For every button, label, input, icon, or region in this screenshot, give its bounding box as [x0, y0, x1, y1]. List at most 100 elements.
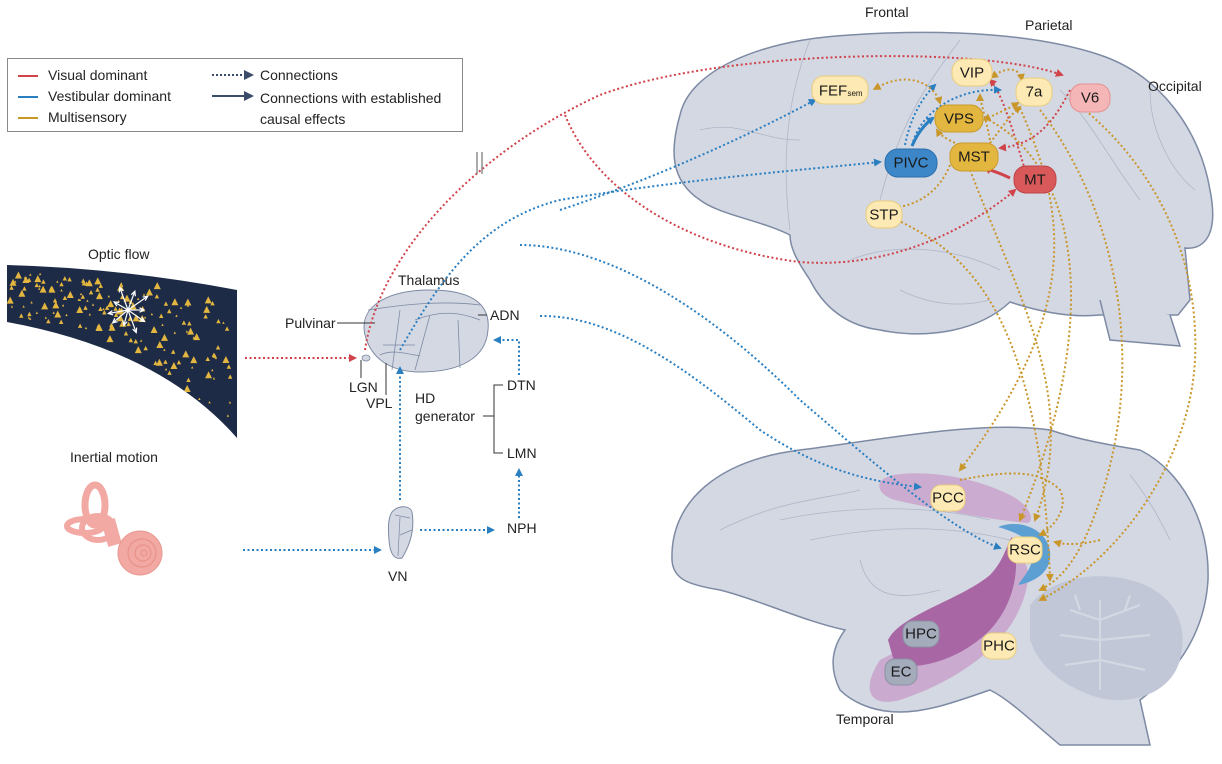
optic-flow-dot [65, 313, 68, 317]
node-rsc[interactable]: RSC [1007, 536, 1043, 564]
optic-flow-arrows [106, 286, 149, 334]
optic-flow-dot [102, 307, 105, 311]
optic-flow-dot [155, 358, 163, 366]
optic-flow-dot [170, 361, 178, 369]
optic-flow-dot [163, 359, 168, 364]
optic-flow-dot [116, 314, 124, 322]
optic-flow-dot [88, 313, 92, 316]
optic-flow-dot [76, 305, 84, 313]
optic-flow-dot [139, 339, 143, 342]
optic-flow-vector-head [112, 301, 120, 307]
node-pcc[interactable]: PCC [930, 484, 966, 512]
optic-flow-dot [56, 280, 59, 283]
optic-flow-dot [204, 296, 212, 304]
optic-flow-panel [7, 265, 237, 438]
node-vps[interactable]: VPS [934, 104, 984, 133]
optic-flow-dot [222, 356, 230, 364]
optic-flow-dot [106, 335, 114, 343]
optic-flow-dot [228, 401, 232, 404]
optic-flow-dot [52, 298, 58, 303]
optic-flow-dot [126, 321, 131, 327]
label-dtn: DTN [507, 377, 536, 393]
conn-stp-to-phc [892, 217, 1054, 582]
optic-flow-dot [214, 356, 218, 360]
optic-flow-dot [160, 333, 168, 341]
lateral-sulci [699, 39, 1196, 305]
optic-flow-vector-head [122, 320, 128, 327]
conn-lgn-to-v6 [364, 55, 1064, 351]
node-fef[interactable]: FEF sem [811, 75, 869, 105]
optic-flow-dot [29, 273, 32, 276]
node-mt[interactable]: MT [1013, 165, 1057, 194]
optic-flow-dot [98, 306, 103, 312]
thalamus-label: Thalamus [398, 272, 459, 288]
optic-flow-dot [41, 302, 49, 310]
node-v6[interactable]: V6 [1069, 83, 1111, 113]
vestibular-nucleus-shape [387, 506, 414, 559]
optic-flow-vector [113, 301, 129, 311]
legend-visual-swatch [18, 75, 38, 77]
optic-flow-vector-head [111, 318, 118, 324]
node-vip[interactable]: VIP [951, 58, 993, 87]
optic-flow-dot [91, 303, 95, 306]
medial-sulci [719, 474, 1171, 596]
optic-flow-dot [185, 330, 189, 333]
optic-flow-dot [9, 278, 17, 286]
legend-solid-arrow-icon [212, 91, 254, 101]
conn-mst-to-rsc [969, 169, 1052, 522]
node-ec[interactable]: EC [884, 658, 918, 686]
optic-flow-dot [171, 298, 179, 306]
node-stp-label: STP [869, 207, 898, 224]
node-mst[interactable]: MST [949, 142, 999, 172]
node-hpc[interactable]: HPC [902, 620, 940, 648]
optic-flow-dot [9, 285, 14, 290]
legend-vestibular-swatch [18, 96, 38, 98]
optic-flow-dot [113, 306, 118, 311]
optic-flow-dot [62, 276, 68, 281]
optic-flow-dot [109, 322, 114, 328]
optic-flow-dot [192, 336, 196, 339]
optic-flow-dot [179, 306, 183, 309]
node-v6-label: V6 [1081, 90, 1099, 107]
optic-flow-vector-head [142, 295, 149, 301]
optic-flow-dot [113, 312, 119, 317]
node-rsc-label: RSC [1009, 542, 1041, 559]
break-mark-icon [476, 152, 483, 174]
node-7a-label: 7a [1026, 84, 1043, 101]
node-mt-label: MT [1024, 172, 1046, 189]
optic-flow-dot [133, 339, 138, 344]
optic-flow-dot [198, 397, 201, 401]
optic-flow-dot [205, 371, 213, 379]
node-7a[interactable]: 7a [1015, 77, 1053, 107]
node-stp[interactable]: STP [865, 200, 903, 229]
optic-flow-dot [104, 305, 110, 310]
inner-ear-icon [64, 481, 163, 576]
optic-flow-dot [171, 349, 176, 354]
optic-flow-dot [58, 319, 64, 324]
optic-flow-dot [143, 316, 147, 319]
optic-flow-dot [123, 294, 131, 302]
node-phc[interactable]: PHC [981, 632, 1017, 660]
optic-flow-dot [173, 331, 176, 334]
conn-vpl-to-pivc [399, 158, 882, 351]
label-occipital: Occipital [1148, 78, 1202, 94]
optic-flow-dot [84, 326, 88, 330]
optic-flow-dot [150, 326, 158, 334]
optic-flow-dot [156, 341, 164, 349]
conn-7a-to-pcc [958, 107, 1056, 472]
legend-multisensory-swatch [18, 117, 38, 119]
node-pivc[interactable]: PIVC [884, 148, 938, 178]
optic-flow-label: Optic flow [88, 246, 150, 262]
optic-flow-dot [95, 324, 103, 332]
label-adn: ADN [490, 307, 520, 323]
optic-flow-dot [210, 300, 215, 306]
optic-flow-dot [186, 304, 190, 307]
optic-flow-dot [38, 272, 42, 276]
optic-flow-dot [153, 282, 161, 290]
label-lgn: LGN [349, 379, 378, 395]
legend: Visual dominant Vestibular dominant Mult… [7, 58, 463, 132]
optic-flow-dot [142, 293, 146, 296]
node-vip-label: VIP [960, 65, 984, 82]
optic-flow-vector-head [130, 289, 136, 297]
legend-causal-line2: causal effects [260, 111, 346, 127]
